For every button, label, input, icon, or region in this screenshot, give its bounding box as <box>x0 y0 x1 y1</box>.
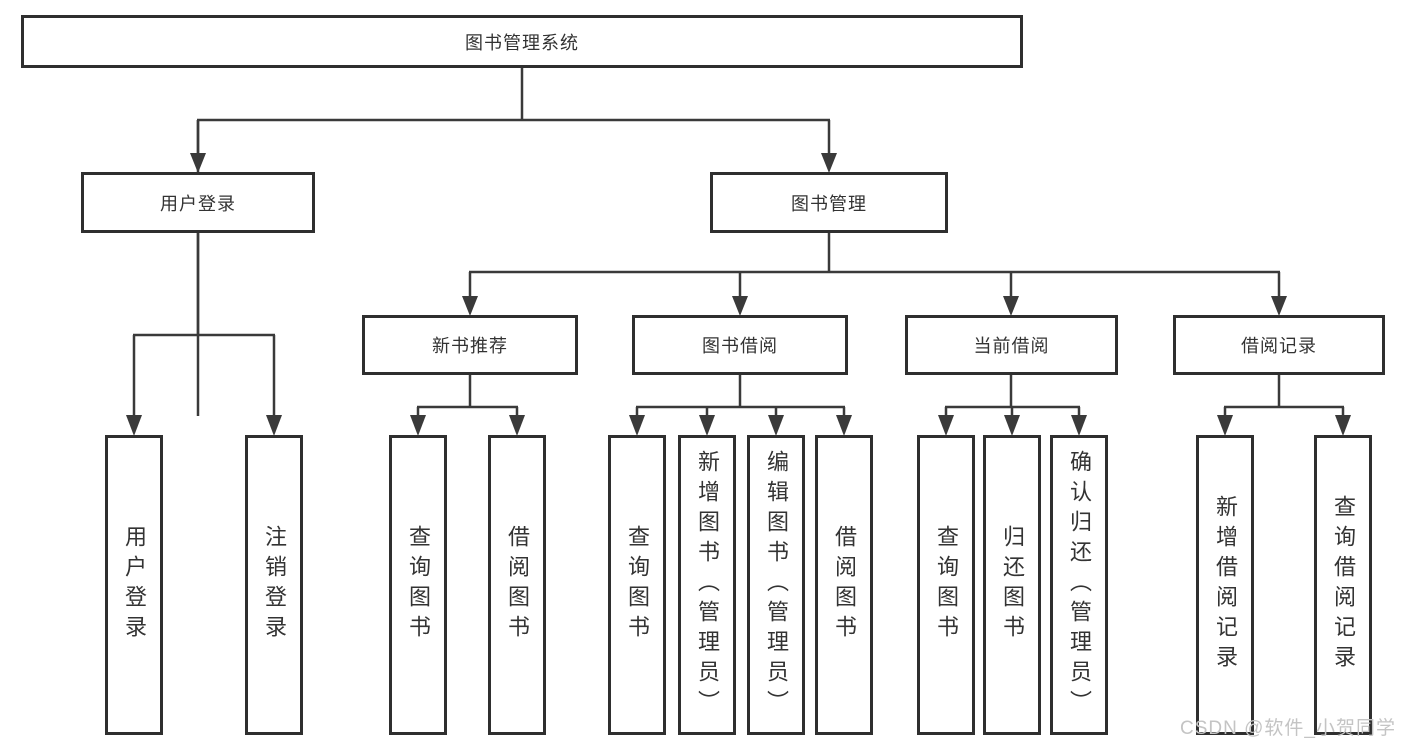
leaf-add-borrow-record: 新增借阅记录 <box>1196 435 1254 735</box>
node-current-borrow: 当前借阅 <box>905 315 1118 375</box>
node-label: 借阅图书 <box>832 525 857 645</box>
branch-current-borrow <box>944 375 1081 416</box>
leaf-query-borrow-record: 查询借阅记录 <box>1314 435 1372 735</box>
branch-user-login-to-leaves <box>132 233 276 416</box>
node-label: 用户登录 <box>122 525 147 645</box>
node-label: 查询图书 <box>934 525 959 645</box>
node-label: 编辑图书（管理员） <box>764 450 789 720</box>
leaf-return-book: 归还图书 <box>983 435 1041 735</box>
leaf-borrow-books-borrow: 借阅图书 <box>815 435 873 735</box>
leaf-query-books-borrow: 查询图书 <box>608 435 666 735</box>
branch-book-borrow <box>635 375 846 416</box>
node-label: 查询图书 <box>625 525 650 645</box>
node-label: 图书借阅 <box>702 336 778 356</box>
node-label: 查询图书 <box>406 525 431 645</box>
node-label: 借阅记录 <box>1241 336 1317 356</box>
leaf-user-login: 用户登录 <box>105 435 163 735</box>
branch-book-management-to-level3 <box>468 233 1281 300</box>
node-label: 借阅图书 <box>505 525 530 645</box>
node-book-borrow: 图书借阅 <box>632 315 848 375</box>
node-label: 注销登录 <box>262 525 287 645</box>
node-label: 图书管理系统 <box>465 32 579 53</box>
leaf-edit-book-admin: 编辑图书（管理员） <box>747 435 805 735</box>
leaf-query-books-current: 查询图书 <box>917 435 975 735</box>
node-borrow-records: 借阅记录 <box>1173 315 1385 375</box>
node-book-management-system: 图书管理系统 <box>21 15 1023 68</box>
node-label: 用户登录 <box>160 193 236 214</box>
branch-root-to-level2 <box>196 68 831 416</box>
node-user-login: 用户登录 <box>81 172 315 233</box>
node-label: 新增借阅记录 <box>1213 495 1238 675</box>
node-label: 图书管理 <box>791 193 867 214</box>
node-new-book-recommend: 新书推荐 <box>362 315 578 375</box>
node-label: 确认归还（管理员） <box>1067 450 1092 720</box>
node-label: 新增图书（管理员） <box>695 450 720 720</box>
leaf-logout: 注销登录 <box>245 435 303 735</box>
node-book-management: 图书管理 <box>710 172 948 233</box>
node-label: 归还图书 <box>1000 525 1025 645</box>
node-label: 查询借阅记录 <box>1331 495 1356 675</box>
branch-borrow-records <box>1223 375 1345 416</box>
branch-new-book-recommend <box>416 375 519 416</box>
arrowhead-icons <box>126 153 1351 436</box>
leaf-confirm-return-admin: 确认归还（管理员） <box>1050 435 1108 735</box>
csdn-watermark: CSDN @软件_小贺同学 <box>1180 718 1396 739</box>
leaf-borrow-books-recommend: 借阅图书 <box>488 435 546 735</box>
leaf-add-book-admin: 新增图书（管理员） <box>678 435 736 735</box>
leaf-query-books-recommend: 查询图书 <box>389 435 447 735</box>
node-label: 当前借阅 <box>973 336 1050 356</box>
node-label: 新书推荐 <box>432 336 508 356</box>
